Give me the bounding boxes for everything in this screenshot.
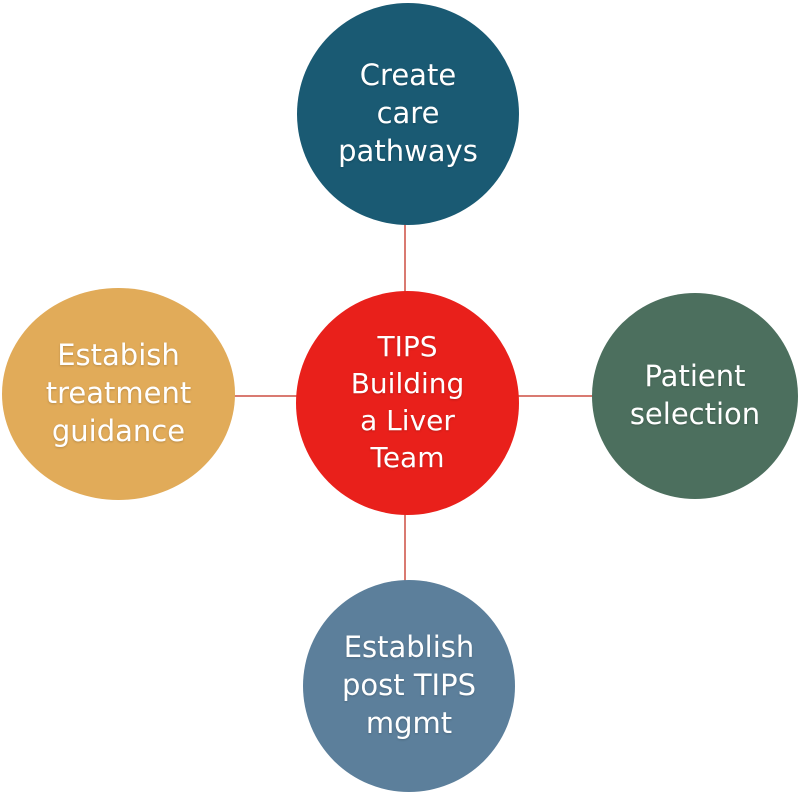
node-create-care-pathways: Create care pathways <box>297 3 519 225</box>
node-establish-post-tips-mgmt: Establish post TIPS mgmt <box>303 580 515 792</box>
node-establish-treatment-guidance: Estabish treatment guidance <box>2 288 235 500</box>
node-patient-selection: Patient selection <box>592 293 798 499</box>
node-tips-building-a-liver-team: TIPS Building a Liver Team <box>296 291 519 515</box>
